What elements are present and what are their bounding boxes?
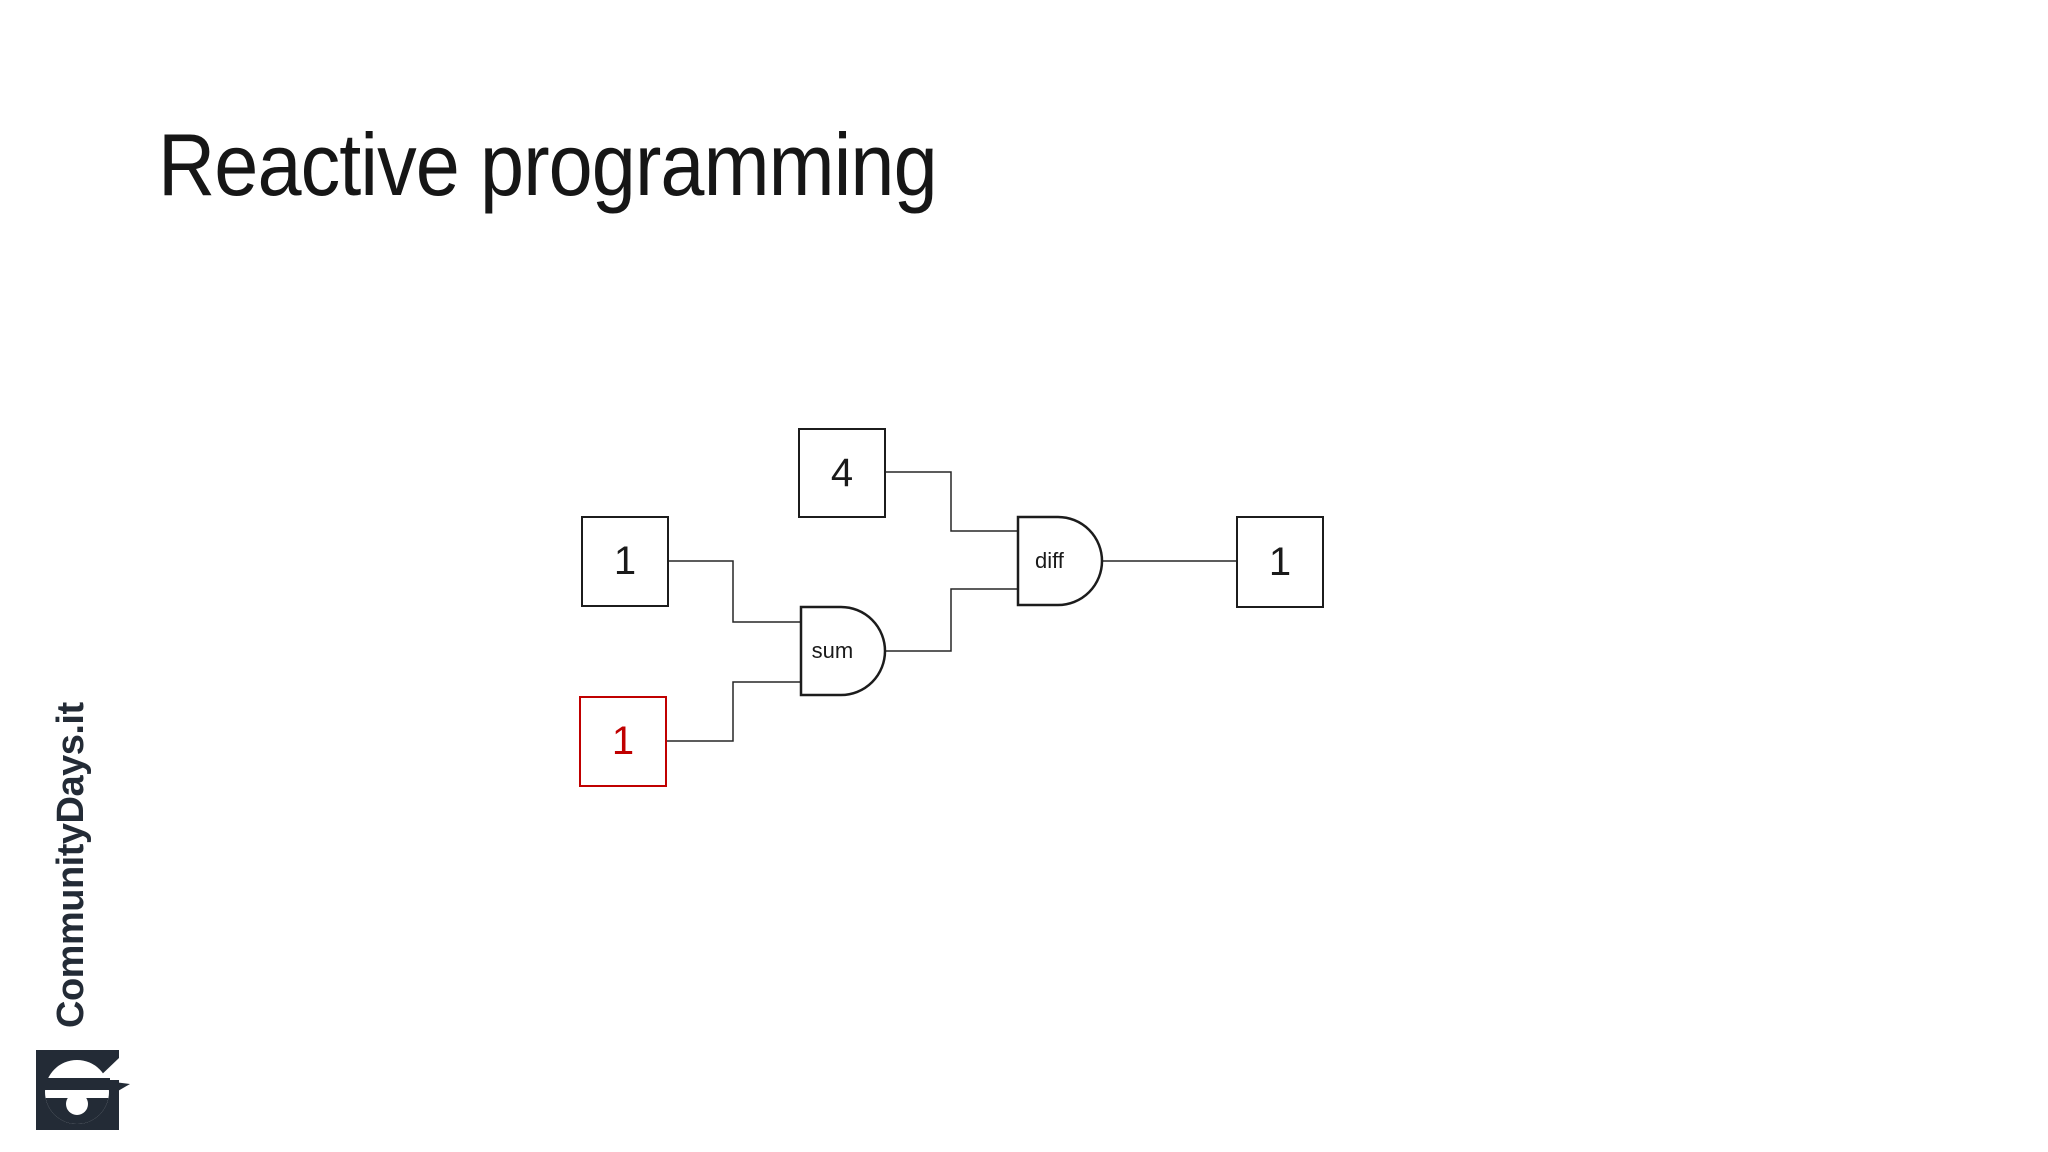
input-box-1-highlighted-value: 1 bbox=[611, 719, 635, 763]
wire-input1red-to-sum bbox=[667, 681, 801, 742]
logo-head bbox=[66, 1093, 88, 1115]
input-box-1-value: 1 bbox=[613, 539, 637, 583]
slide-title: Reactive programming bbox=[158, 115, 938, 214]
sum-gate-shape bbox=[799, 605, 887, 697]
input-box-1: 1 bbox=[581, 516, 669, 607]
communitydays-logo-icon bbox=[36, 1050, 130, 1130]
sum-gate-label: sum bbox=[811, 638, 854, 663]
input-box-1-highlighted: 1 bbox=[579, 696, 667, 787]
wire-input4-to-diff bbox=[886, 471, 1018, 532]
communitydays-logo-text: CommunityDays.it bbox=[49, 702, 92, 1028]
wire-sum-to-diff bbox=[885, 588, 1018, 652]
wire-input1-to-sum bbox=[669, 560, 801, 623]
diff-gate: diff bbox=[1016, 515, 1104, 607]
input-box-4-value: 4 bbox=[830, 450, 854, 495]
input-box-4: 4 bbox=[798, 428, 886, 518]
output-box: 1 bbox=[1236, 516, 1324, 608]
diff-gate-shape bbox=[1016, 515, 1104, 607]
logo-wheel-band bbox=[44, 1078, 110, 1090]
diff-gate-label: diff bbox=[1034, 548, 1064, 573]
output-box-value: 1 bbox=[1268, 539, 1292, 584]
sum-gate: sum bbox=[799, 605, 887, 697]
